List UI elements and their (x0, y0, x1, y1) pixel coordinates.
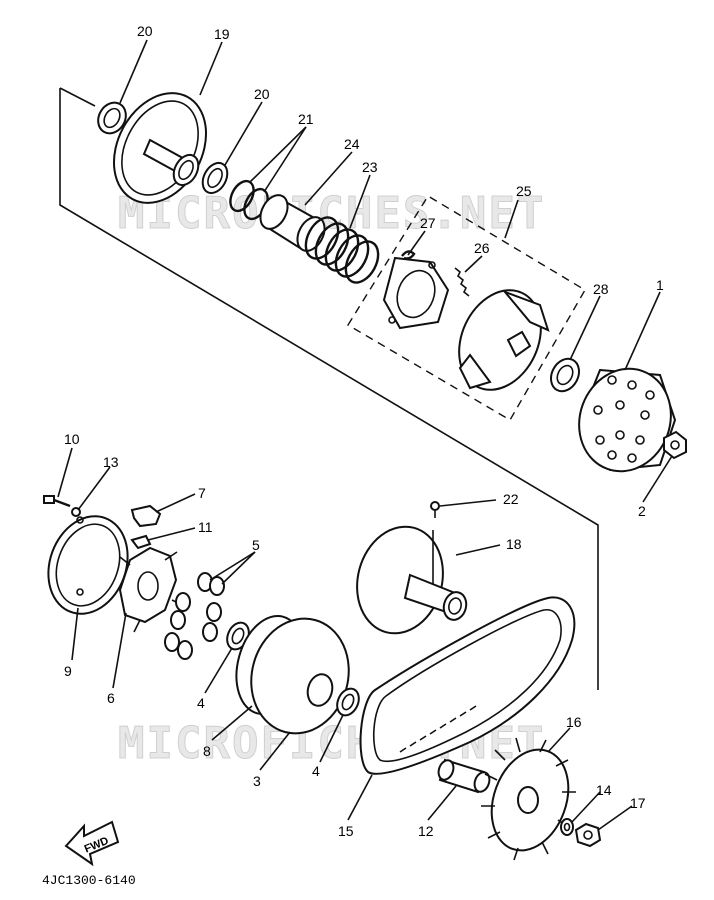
leader-lines (57, 39, 673, 831)
callout-3: 3 (253, 773, 261, 789)
housing-nut (663, 430, 687, 460)
callout-20-top: 20 (137, 23, 153, 39)
callout-6: 6 (107, 690, 115, 706)
callout-8: 8 (203, 743, 211, 759)
oil-seal-upper (97, 101, 127, 135)
primary-collar (437, 758, 491, 794)
callout-20-middle: 20 (254, 86, 270, 102)
collar-right (336, 687, 360, 717)
guide-pin (430, 501, 440, 518)
callout-16: 16 (566, 714, 582, 730)
callout-5: 5 (252, 537, 260, 553)
callout-24: 24 (344, 136, 360, 152)
secondary-fixed-sheave (112, 92, 208, 204)
oil-seal-middle (201, 161, 229, 195)
callouts: 20 19 20 21 24 23 25 27 26 28 1 2 10 13 … (64, 23, 664, 839)
callout-26: 26 (474, 240, 490, 256)
clutch-housing (578, 367, 677, 473)
callout-13: 13 (103, 454, 119, 470)
sheave-nut (574, 822, 602, 848)
callout-25: 25 (516, 183, 532, 199)
watermark-top: MICROFICHES.NET (118, 188, 545, 239)
callout-4-right: 4 (312, 763, 320, 779)
clutch-spring (454, 267, 470, 297)
primary-sliding-sheave (235, 614, 350, 735)
clutch-shoe-assembly (458, 289, 550, 391)
secondary-sliding-sheave (356, 525, 468, 635)
callout-9: 9 (64, 663, 72, 679)
callout-7: 7 (198, 485, 206, 501)
callout-18: 18 (506, 536, 522, 552)
callout-21: 21 (298, 111, 314, 127)
callout-12: 12 (418, 823, 434, 839)
slider-piece (130, 504, 162, 528)
callout-17: 17 (630, 795, 646, 811)
part-code: 4JC1300-6140 (42, 873, 136, 888)
guide-piece (130, 534, 152, 550)
callout-4-left: 4 (197, 695, 205, 711)
clutch-plate (382, 256, 450, 330)
callout-2: 2 (638, 503, 646, 519)
callout-1: 1 (656, 277, 664, 293)
callout-11: 11 (198, 519, 213, 535)
callout-10: 10 (64, 431, 80, 447)
clutch-housing-collar (550, 357, 580, 393)
callout-22: 22 (503, 491, 519, 507)
callout-19: 19 (214, 26, 230, 42)
callout-28: 28 (593, 281, 609, 297)
clutch-assembly-box (347, 195, 586, 421)
callout-15: 15 (338, 823, 354, 839)
v-belt (359, 596, 576, 775)
callout-23: 23 (362, 159, 378, 175)
sheave-washer (560, 818, 574, 836)
compression-spring (304, 216, 380, 284)
callout-14: 14 (596, 782, 612, 798)
assembly-outline (59, 87, 599, 690)
cam-plate (118, 546, 185, 633)
cover-bolt (43, 495, 71, 508)
weight-rollers (164, 572, 225, 660)
callout-27: 27 (420, 215, 436, 231)
forward-direction-arrow: FWD (64, 820, 120, 867)
